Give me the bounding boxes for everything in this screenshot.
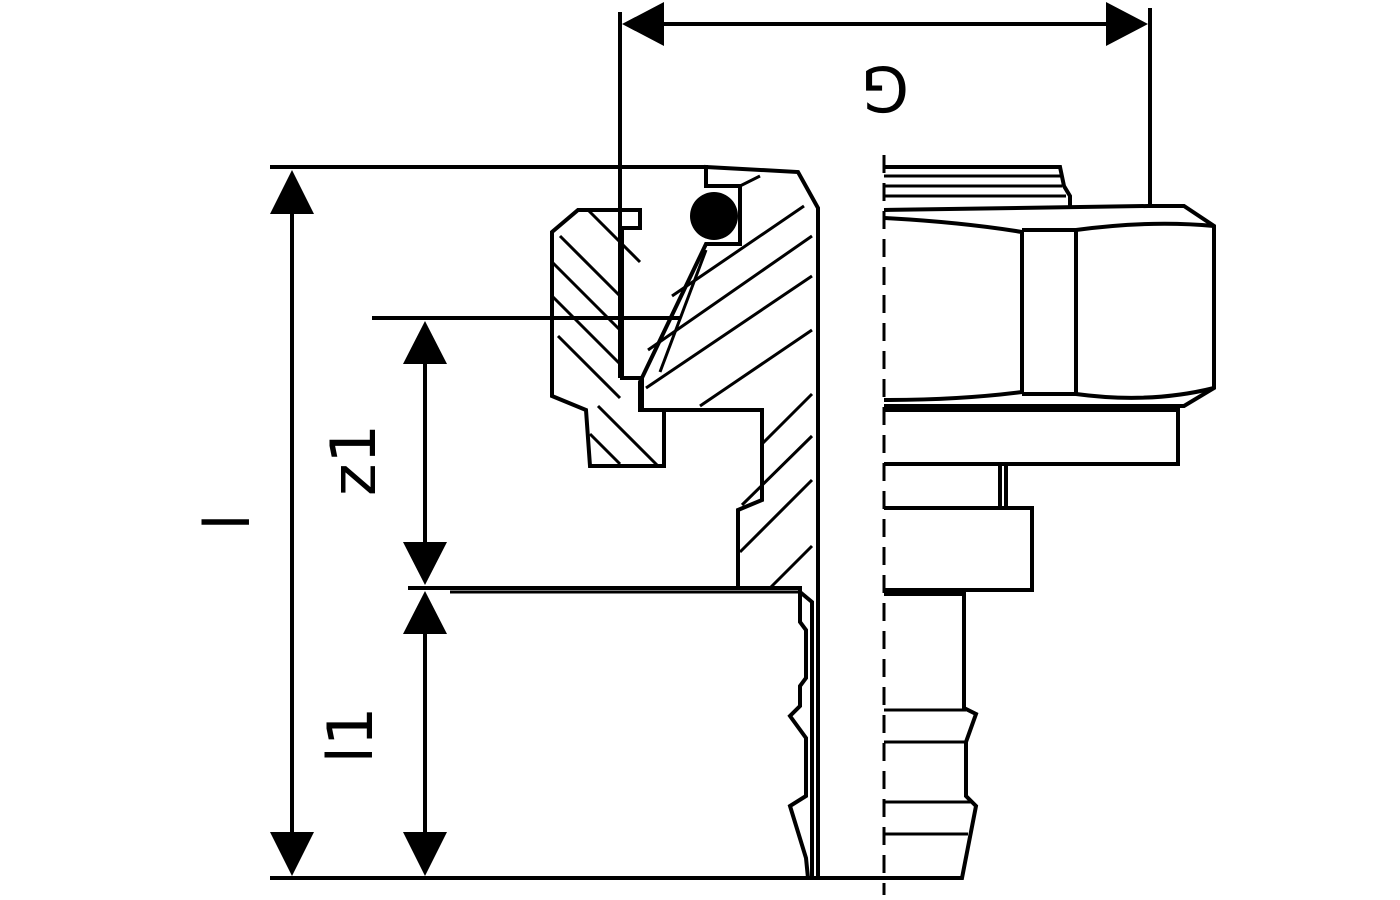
tail-flange bbox=[884, 506, 1034, 592]
neck bbox=[998, 466, 1008, 508]
body-hatching bbox=[645, 204, 814, 590]
hex-face-right-bottom bbox=[1075, 386, 1215, 400]
l1-arrow-top-icon bbox=[403, 591, 447, 634]
union-nut-section bbox=[550, 208, 666, 468]
z1-arrow-top-icon bbox=[403, 321, 447, 364]
l-arrow-top-icon bbox=[270, 170, 314, 214]
z1-label: z1 bbox=[317, 424, 390, 496]
o-ring-groove bbox=[739, 174, 761, 188]
hose-tail-section bbox=[787, 592, 810, 879]
g-arrow-right-icon bbox=[1106, 2, 1148, 46]
g-arrow-left-icon bbox=[622, 2, 664, 46]
l-label: l bbox=[191, 513, 264, 530]
hex-nut bbox=[883, 204, 1216, 408]
body-section bbox=[638, 164, 820, 880]
hex-face-right-top bbox=[1075, 221, 1215, 232]
dimension-l1: l1 bbox=[314, 591, 447, 876]
l1-arrow-bottom-icon bbox=[403, 832, 447, 876]
dimension-l: l bbox=[191, 165, 960, 880]
l-arrow-bottom-icon bbox=[270, 832, 314, 876]
thread-top bbox=[884, 165, 1072, 206]
o-ring-seal bbox=[690, 192, 738, 240]
section-view bbox=[450, 164, 820, 880]
nut-hatching bbox=[550, 208, 660, 468]
dimension-z1: z1 bbox=[317, 316, 738, 590]
nut-collar bbox=[884, 408, 1180, 466]
external-view bbox=[883, 165, 1216, 880]
sealing-cone-line bbox=[658, 249, 708, 373]
hex-face-left bbox=[883, 216, 1024, 402]
g-label: G bbox=[861, 52, 909, 125]
z1-arrow-bottom-icon bbox=[403, 542, 447, 585]
l1-label: l1 bbox=[314, 707, 387, 764]
